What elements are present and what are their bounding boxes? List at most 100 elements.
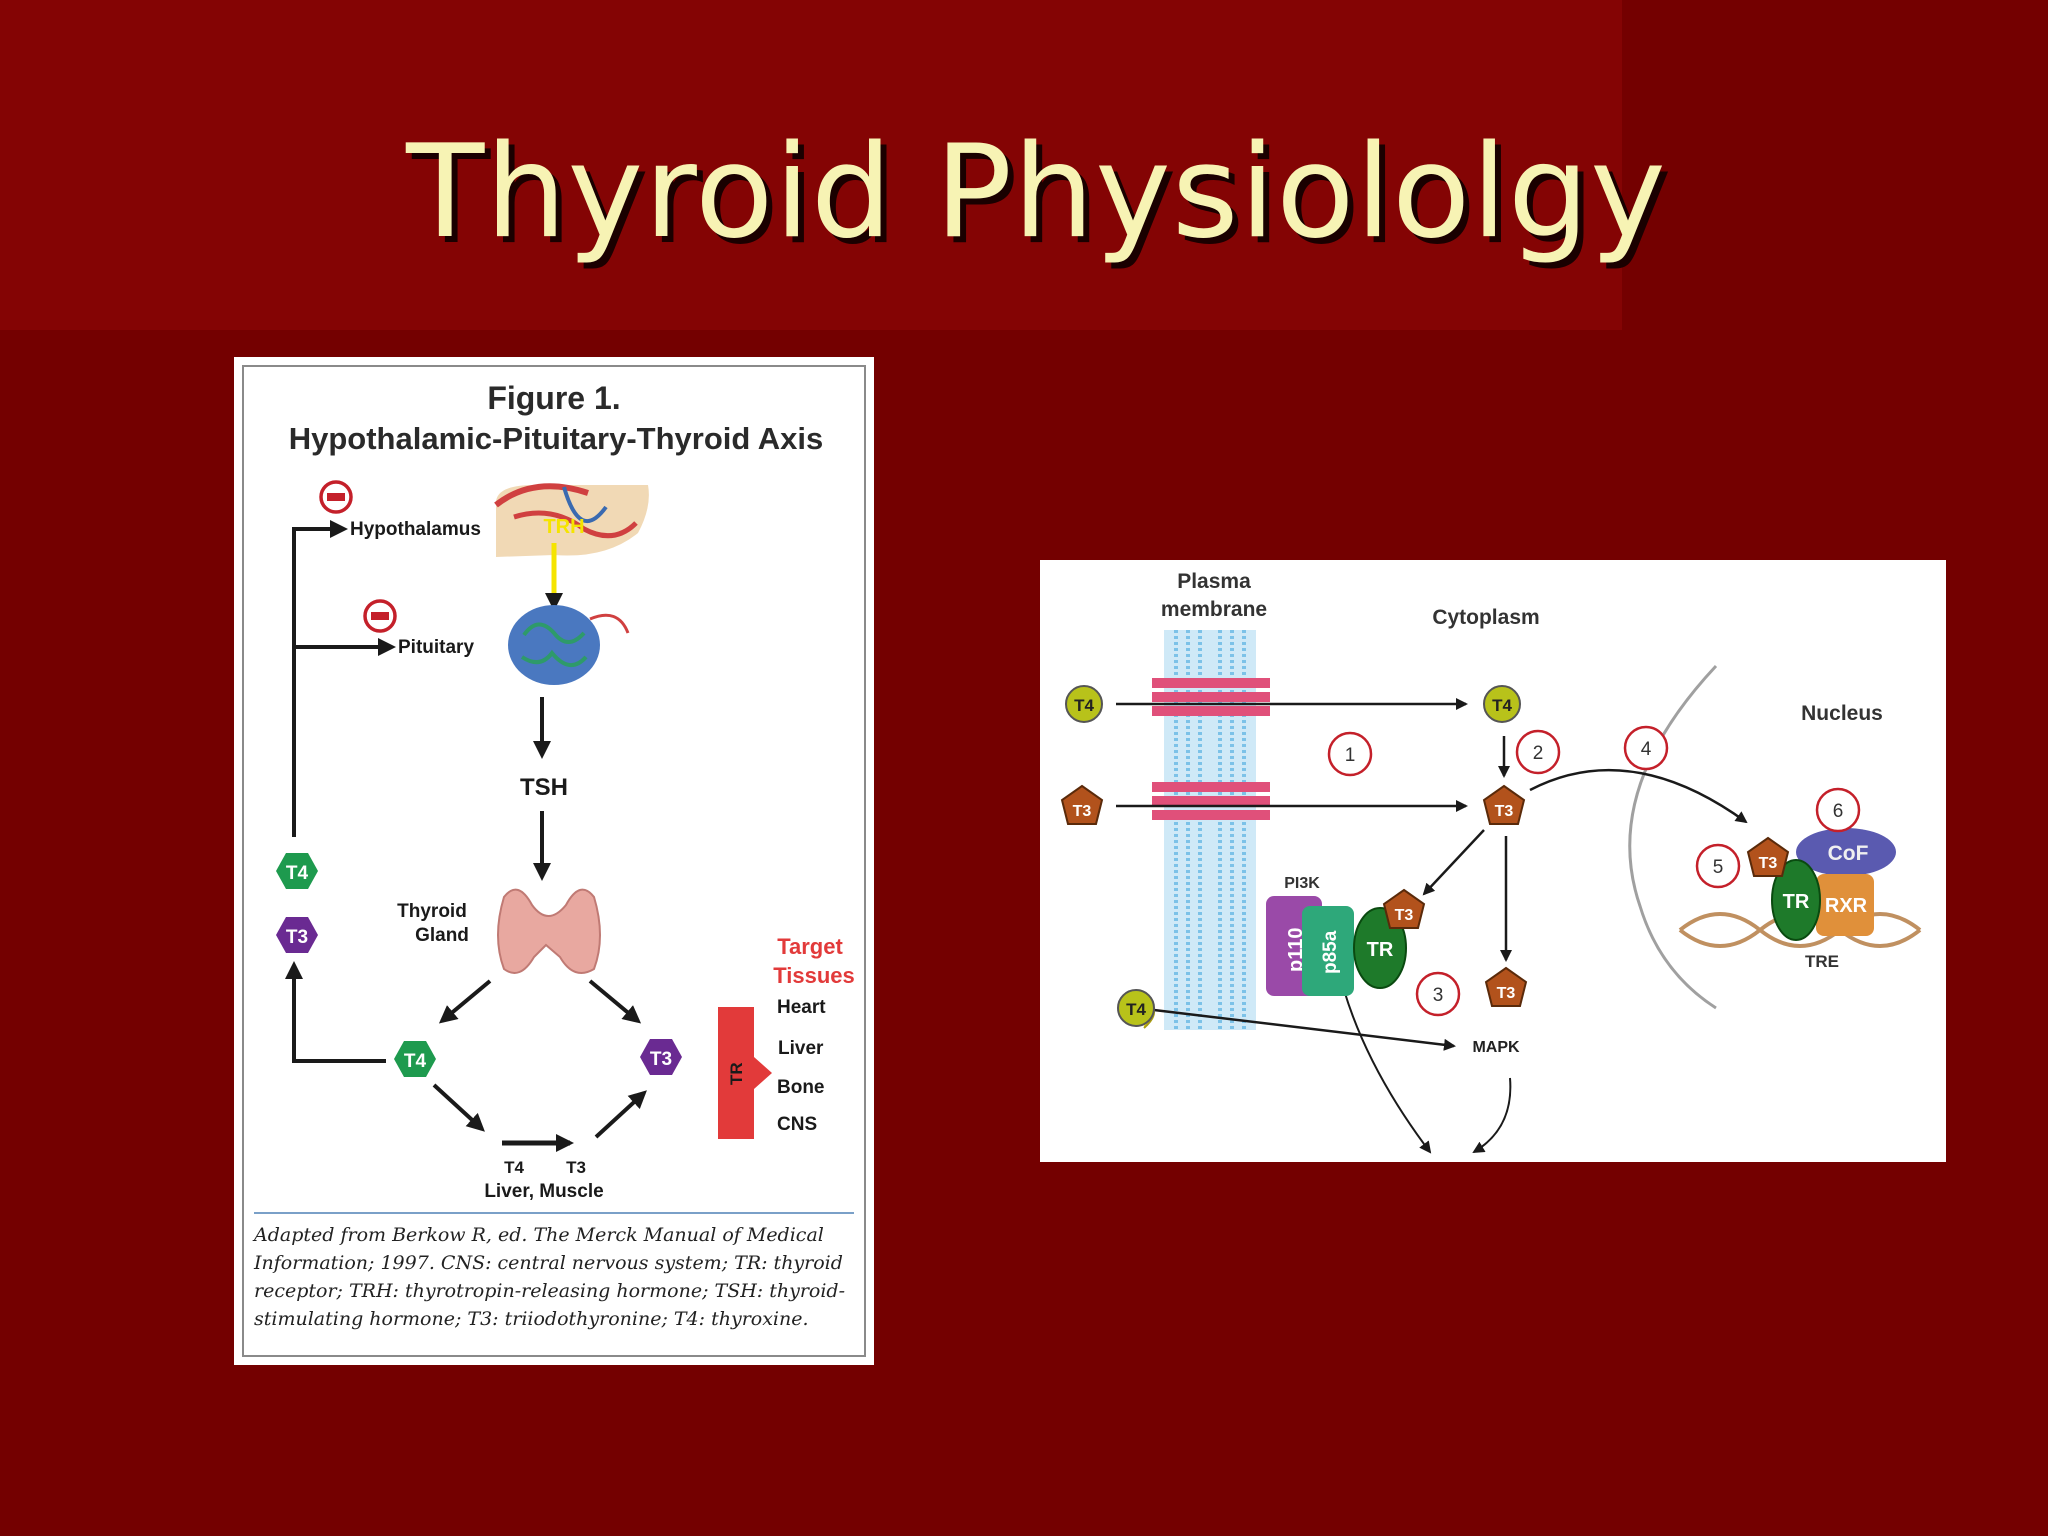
conversion-t4-label: T4 — [504, 1158, 524, 1177]
mapk-label: MAPK — [1472, 1039, 1520, 1056]
to-tr-arrow — [1422, 829, 1485, 896]
svg-text:6: 6 — [1833, 801, 1844, 822]
feedback-arrow-hypothalamus — [292, 520, 348, 837]
thyroid-label-line2: Gland — [415, 925, 469, 946]
svg-text:4: 4 — [1641, 739, 1652, 760]
arrow-to-t4 — [438, 979, 492, 1024]
svg-text:T4: T4 — [1126, 1000, 1146, 1019]
step-marker: 2 — [1515, 729, 1561, 775]
svg-text:p110: p110 — [1285, 928, 1307, 972]
tsh-label: TSH — [520, 774, 568, 801]
figure-1-panel: Figure 1. Hypothalamic-Pituitary-Thyroid… — [234, 357, 874, 1365]
dna-strand — [1678, 912, 1922, 948]
t3-molecule: T3 — [1382, 888, 1426, 929]
figure-2-panel: Plasma membrane Cytoplasm Nucleus T4 T4 … — [1040, 560, 1946, 1162]
thyroid-label-line1: Thyroid — [397, 901, 467, 922]
mapk-arrow — [1153, 1008, 1456, 1051]
t3-molecule: T3 — [1060, 784, 1104, 825]
inhibit-icon — [319, 480, 353, 514]
svg-text:CoF: CoF — [1828, 842, 1869, 865]
tissue-cns: CNS — [777, 1114, 817, 1135]
tissue-heart: Heart — [777, 997, 826, 1018]
step-marker: 1 — [1327, 731, 1373, 777]
svg-text:T4: T4 — [286, 863, 309, 884]
inhibit-icon — [363, 599, 397, 633]
rxr-protein: RXR — [1816, 874, 1874, 936]
pituitary-illustration — [508, 605, 630, 685]
cofactor: CoF — [1796, 828, 1896, 876]
t4-molecule: T4 — [1065, 685, 1103, 723]
nuclear-envelope — [1628, 664, 1718, 1010]
t3-hexagon: T3 — [640, 1039, 682, 1075]
hpt-axis-diagram: Figure 1. Hypothalamic-Pituitary-Thyroid… — [242, 365, 866, 1357]
thyroid-gland-illustration — [497, 888, 601, 974]
trh-label: TRH — [543, 516, 584, 538]
receptor-label: TR — [727, 1062, 746, 1085]
svg-text:T3: T3 — [650, 1049, 672, 1070]
figure-1-subheading: Hypothalamic-Pituitary-Thyroid Axis — [289, 421, 824, 456]
arrow-to-periphery — [432, 1083, 485, 1132]
t4-hexagon: T4 — [394, 1041, 436, 1077]
hypothalamus-illustration — [494, 483, 649, 557]
hypothalamus-label: Hypothalamus — [350, 519, 481, 540]
t4-hexagon: T4 — [276, 853, 318, 889]
svg-text:3: 3 — [1433, 985, 1444, 1006]
svg-text:T3: T3 — [1073, 803, 1092, 820]
t3-molecule: T3 — [1482, 784, 1526, 825]
svg-text:TR: TR — [1783, 891, 1810, 913]
svg-text:T3: T3 — [286, 927, 308, 948]
svg-text:2: 2 — [1533, 743, 1544, 764]
figure-1-caption: Adapted from Berkow R, ed. The Merck Man… — [254, 1224, 846, 1330]
svg-text:RXR: RXR — [1825, 895, 1868, 917]
svg-text:T3: T3 — [1495, 803, 1514, 820]
plasma-membrane — [1164, 630, 1256, 1030]
svg-text:T3: T3 — [1395, 907, 1414, 924]
svg-text:T4: T4 — [1492, 696, 1512, 715]
target-label-line2: Tissues — [773, 963, 855, 988]
pituitary-label: Pituitary — [398, 637, 474, 658]
step-marker: 6 — [1815, 787, 1861, 833]
conversion-t3-label: T3 — [566, 1158, 586, 1177]
t4-molecule: T4 — [1117, 989, 1155, 1029]
tre-label: TRE — [1805, 952, 1839, 971]
figure-1-border — [242, 365, 866, 1357]
svg-text:p85a: p85a — [1320, 930, 1341, 974]
svg-text:T4: T4 — [404, 1051, 427, 1072]
downstream-arrow — [1472, 1077, 1512, 1154]
target-label-line1: Target — [777, 934, 843, 959]
cytoplasm-label: Cytoplasm — [1432, 606, 1539, 629]
receptor-arrow — [718, 1007, 772, 1139]
tissue-bone: Bone — [777, 1077, 825, 1098]
transporter — [1152, 782, 1270, 820]
t3-molecule: T3 — [1746, 836, 1790, 877]
svg-text:1: 1 — [1345, 745, 1356, 766]
pi3k-label: PI3K — [1284, 875, 1320, 892]
conversion-site-label: Liver, Muscle — [484, 1181, 603, 1202]
t3-hexagon: T3 — [276, 917, 318, 953]
nuclear-entry-arrow — [1529, 768, 1748, 824]
feedback-arrow-from-t4 — [285, 961, 386, 1063]
arrow-from-periphery — [594, 1090, 647, 1139]
svg-text:5: 5 — [1713, 857, 1724, 878]
svg-text:T3: T3 — [1497, 985, 1516, 1002]
transporter — [1152, 678, 1270, 716]
step-marker: 4 — [1623, 725, 1669, 771]
svg-text:T3: T3 — [1759, 855, 1778, 872]
arrow-to-t3 — [588, 979, 642, 1024]
nucleus-label: Nucleus — [1801, 702, 1883, 725]
t3-molecule: T3 — [1484, 966, 1528, 1007]
t4-molecule: T4 — [1483, 685, 1521, 723]
slide-title: Thyroid Physiololgy — [406, 118, 1667, 267]
downstream-arrow — [1343, 989, 1432, 1154]
thyroid-receptor: TR — [1771, 859, 1821, 941]
step-marker: 3 — [1415, 971, 1461, 1017]
plasma-membrane-label-line1: Plasma — [1177, 570, 1251, 593]
p85a-subunit: p85a — [1302, 906, 1354, 996]
plasma-membrane-label-line2: membrane — [1161, 598, 1267, 621]
svg-text:T4: T4 — [1074, 696, 1094, 715]
tissue-liver: Liver — [778, 1038, 824, 1059]
title-band — [0, 0, 1622, 330]
cellular-action-diagram: Plasma membrane Cytoplasm Nucleus T4 T4 … — [1060, 570, 1922, 1154]
step-marker: 5 — [1695, 843, 1741, 889]
svg-text:TR: TR — [1367, 939, 1394, 961]
